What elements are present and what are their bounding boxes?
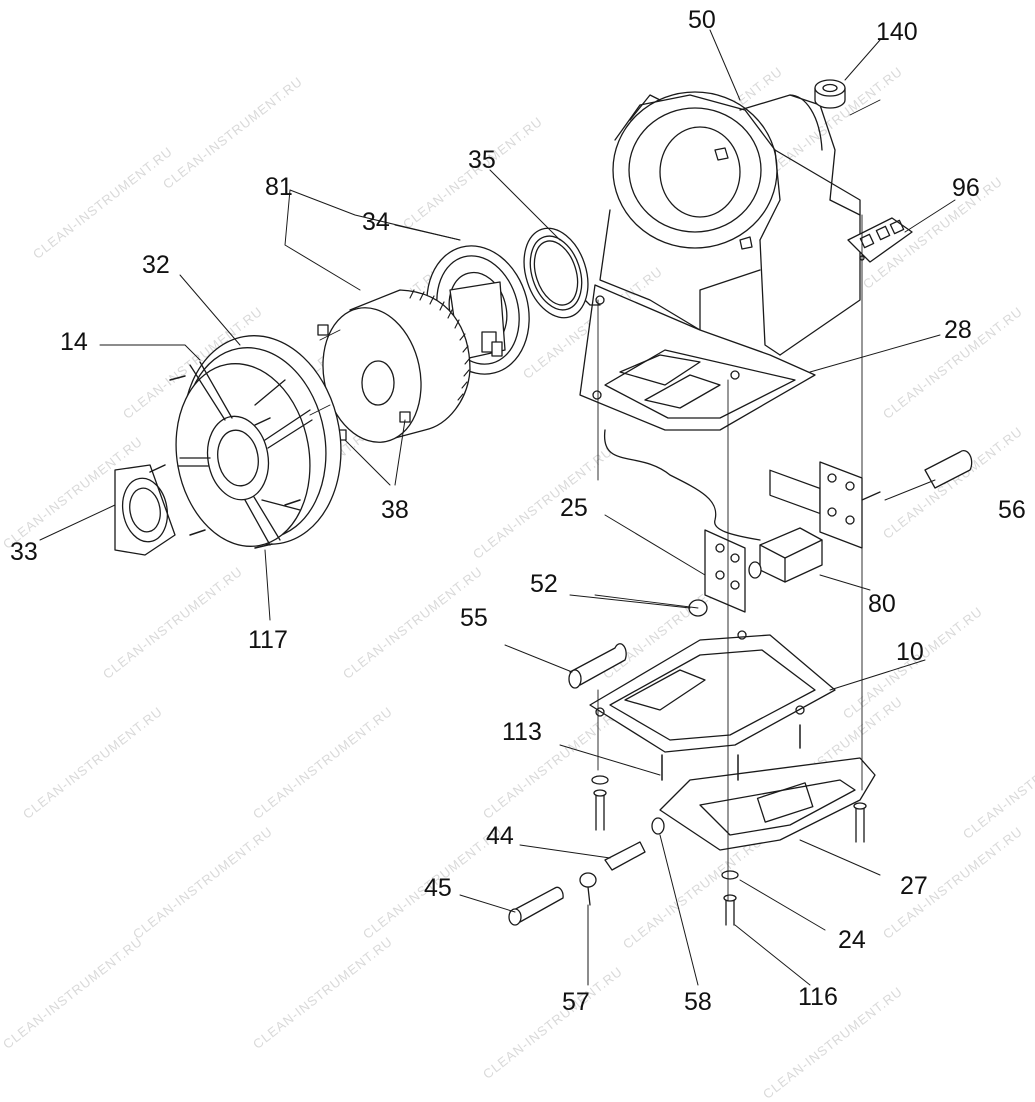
part-label-33: 33 — [10, 538, 38, 566]
screws-part-117 — [149, 375, 301, 549]
ring-part-140 — [814, 79, 846, 109]
grille-part-14 — [175, 361, 313, 547]
seal-ring-part-35 — [523, 227, 589, 319]
part-label-38: 38 — [381, 496, 409, 524]
part-label-56: 56 — [998, 496, 1026, 524]
part-label-45: 45 — [424, 874, 452, 902]
leader-lines — [39, 29, 956, 986]
part-label-44: 44 — [486, 822, 514, 850]
cable-wire — [604, 429, 761, 541]
part-label-81: 81 — [265, 173, 293, 201]
part-label-14: 14 — [60, 328, 88, 356]
tray-part-10 — [589, 630, 836, 753]
part-label-96: 96 — [952, 174, 980, 202]
plate-part-56 — [819, 450, 973, 549]
clamp-part-57 — [579, 872, 597, 906]
part-label-27: 27 — [900, 872, 928, 900]
screws-part-113 — [661, 724, 801, 781]
part-label-52: 52 — [530, 570, 558, 598]
bracket-part-25 — [704, 529, 746, 613]
part-label-10: 10 — [896, 638, 924, 666]
part-label-35: 35 — [468, 146, 496, 174]
bolts-part-116 — [591, 775, 867, 926]
fan-unit-part-81 — [317, 289, 471, 443]
part-label-34: 34 — [362, 208, 390, 236]
hose-part-55 — [568, 643, 627, 689]
part-label-32: 32 — [142, 251, 170, 279]
part-label-25: 25 — [560, 494, 588, 522]
part-label-28: 28 — [944, 316, 972, 344]
part-label-80: 80 — [868, 590, 896, 618]
part-label-58: 58 — [684, 988, 712, 1016]
part-label-24: 24 — [838, 926, 866, 954]
diagram-drawing — [39, 29, 973, 986]
bottom-plate-part-27 — [659, 757, 876, 851]
housing-part-50 — [599, 91, 861, 515]
part-label-57: 57 — [562, 988, 590, 1016]
circuit-board-part-96 — [847, 217, 913, 263]
part-label-117: 117 — [248, 626, 288, 654]
hose-part-45 — [508, 886, 564, 926]
base-plate-part-28 — [579, 284, 816, 431]
flange-part-33 — [114, 464, 176, 556]
connector-part-44 — [604, 841, 646, 871]
part-label-116: 116 — [798, 983, 838, 1011]
part-label-140: 140 — [876, 18, 918, 46]
fitting-part-58 — [651, 817, 665, 835]
part-label-55: 55 — [460, 604, 488, 632]
part-label-113: 113 — [502, 718, 542, 746]
pump-part-80 — [748, 527, 823, 583]
part-label-50: 50 — [688, 6, 716, 34]
